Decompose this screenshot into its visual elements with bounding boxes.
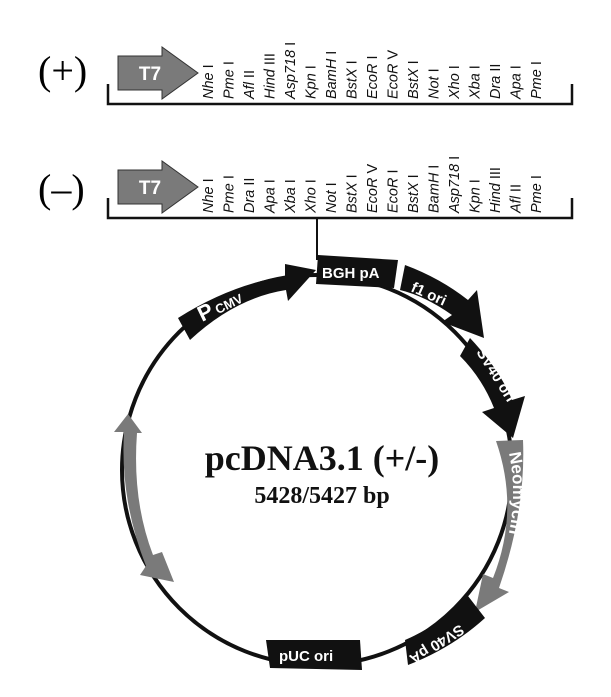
minus-t7-promoter-arrow: T7 [117,160,199,214]
plus-strand-site-10: BstXI [406,60,422,99]
plus-strand-site-1: PmeI [222,61,238,99]
plus-strand-site-2: AflII [242,70,258,100]
plus-strand-site-7: BstXI [345,60,361,99]
feature-neomycin: Neomycin [475,440,528,612]
plus-strand-site-4: Asp718I [283,42,299,100]
plus-strand-site-12: XhoI [447,65,463,100]
plasmid-name: pcDNA3.1 (+/-) [205,438,439,478]
minus-strand-site-15: AflII [509,184,525,214]
minus-mcs-bracket [106,198,574,220]
plus-strand-site-8: EcoRI [365,56,381,100]
minus-strand-site-2: DraII [242,178,258,213]
minus-strand-site-0: NheI [201,178,217,213]
minus-strand-site-10: BstXI [406,174,422,213]
plus-t7-promoter-arrow: T7 [117,46,199,100]
minus-strand-site-4: XbaI [283,179,299,214]
feature-pcmv: PCMV [178,264,316,340]
bgh-pa-label: BGH pA [322,265,380,282]
puc-ori-label: pUC ori [279,648,333,665]
plus-strand-site-6: BamHI [324,51,340,99]
plus-strand-site-3: HindIII [263,53,279,99]
plus-strand-site-9: EcoRV [386,50,402,99]
minus-t7-label: T7 [139,178,161,199]
plus-strand-site-14: DraII [488,64,504,99]
minus-strand-site-11: BamHI [427,165,443,213]
minus-strand-label: (–) [38,166,85,211]
plus-strand-site-13: XbaI [468,65,484,100]
minus-strand-site-9: EcoRI [386,170,402,214]
minus-strand-site-5: XhoI [304,179,320,214]
feature-ampicillin: Ampicillin [96,414,174,582]
plus-strand-site-11: NotI [427,68,443,99]
plus-strand-label: (+) [38,48,87,93]
plus-mcs-bracket [106,84,574,106]
minus-strand-site-14: HindIII [488,167,504,213]
plus-t7-label: T7 [139,64,161,85]
minus-strand-site-16: PmeI [529,175,545,213]
feature-bgh-pa: BGH pA [316,255,398,288]
plus-strand-site-16: PmeI [529,61,545,99]
minus-strand-site-7: BstXI [345,174,361,213]
minus-strand-site-1: PmeI [222,175,238,213]
plasmid-size: 5428/5427 bp [254,483,389,509]
plus-strand-site-0: NheI [201,64,217,99]
plus-strand-site-5: KpnI [304,65,320,99]
ampicillin-label: Ampicillin [96,474,125,560]
minus-strand-site-6: NotI [324,182,340,213]
feature-sv40-pa: SV40 pA [405,596,485,667]
minus-strand-site-13: KpnI [468,179,484,213]
neomycin-label: Neomycin [505,450,528,536]
minus-strand-site-12: Asp718I [447,156,463,214]
minus-strand-site-8: EcoRV [365,164,381,213]
feature-sv40-ori: SV40 ori [460,338,525,438]
plus-strand-site-15: ApaI [509,65,525,100]
minus-strand-site-3: ApaI [263,179,279,214]
feature-puc-ori: pUC ori [266,640,362,670]
